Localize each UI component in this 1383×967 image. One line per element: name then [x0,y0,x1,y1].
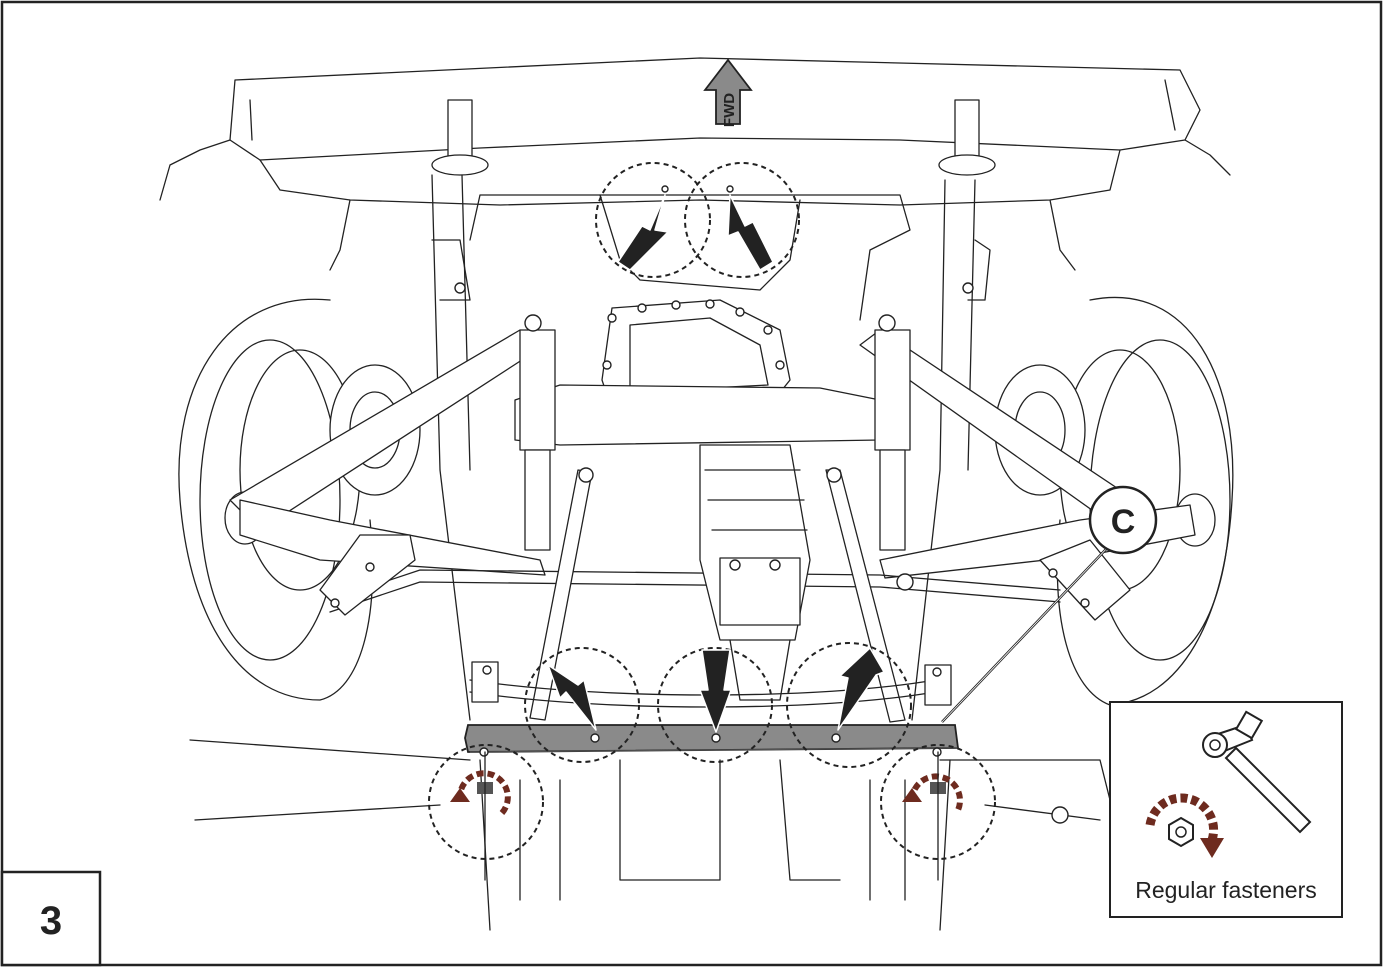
skid-plate [464,724,960,757]
step-number-box: 3 [0,870,102,967]
forward-label: FWD [721,93,738,127]
vehicle-underside-drawing [159,57,1234,931]
legend-caption: Regular fasteners [1135,877,1317,903]
upper-bolt-callouts [595,162,800,278]
callout-c: C [941,485,1158,723]
legend-box: Regular fasteners [1109,701,1343,918]
forward-arrow-icon: FWD [703,58,753,127]
ratchet-wrench-icon [1202,710,1312,834]
callout-letter: C [1111,503,1136,541]
lower-bolt-callouts [524,642,912,768]
left-rotation-callout [428,744,544,881]
right-rotation-callout [880,744,996,881]
step-number: 3 [40,899,62,943]
rotation-arrows-icon [1145,793,1224,858]
